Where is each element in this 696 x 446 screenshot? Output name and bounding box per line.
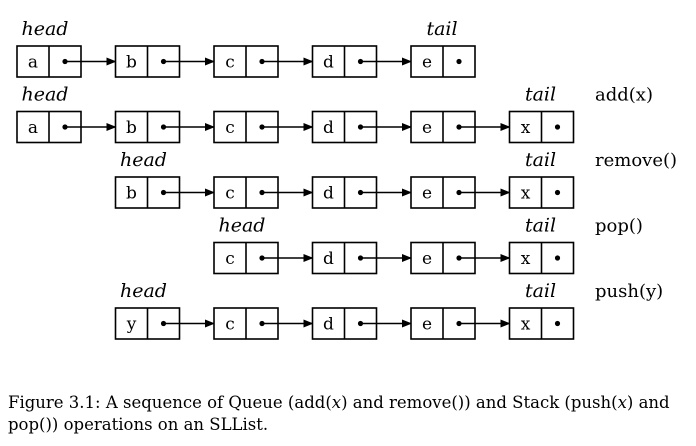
operation-label: remove() xyxy=(595,150,677,171)
caption-var-2: x xyxy=(617,393,627,412)
list-row: head tail a b c d e xyxy=(16,18,476,78)
list-row: head tail remove() b c d e x xyxy=(114,149,677,209)
tail-label: tail xyxy=(426,18,457,40)
node-value: d xyxy=(323,118,334,138)
list-node: c xyxy=(213,110,314,144)
list-node: c xyxy=(213,307,314,340)
node-value: e xyxy=(422,118,432,138)
node-value: b xyxy=(126,184,137,204)
node-value: c xyxy=(225,315,235,335)
list-node: c xyxy=(213,176,314,209)
list-node: e xyxy=(410,176,511,209)
tail-label: tail xyxy=(525,149,556,171)
node-value: y xyxy=(126,315,137,335)
next-pointer-dot xyxy=(456,58,462,65)
node-value: c xyxy=(225,53,235,73)
head-label: head xyxy=(22,18,69,40)
node-value: d xyxy=(323,184,334,204)
list-node: e xyxy=(410,110,511,144)
head-label: head xyxy=(22,84,69,106)
node-value: a xyxy=(28,118,38,138)
list-node: x xyxy=(508,307,575,340)
list-node: y xyxy=(114,307,215,340)
node-value: x xyxy=(521,249,531,269)
list-row: head tail push(y) y c d e x xyxy=(114,280,663,340)
node-value: b xyxy=(126,118,137,138)
head-label: head xyxy=(219,215,266,237)
node-value: x xyxy=(521,315,531,335)
list-node: e xyxy=(410,45,476,78)
tail-label: tail xyxy=(525,280,556,302)
node-value: e xyxy=(422,315,432,335)
list-node: c xyxy=(213,45,314,78)
list-row: head tail add(x) a b c d e x xyxy=(16,84,653,144)
list-node: d xyxy=(311,176,412,209)
list-node: b xyxy=(114,176,215,209)
node-value: c xyxy=(225,118,235,138)
node-value: d xyxy=(323,315,334,335)
operation-label: add(x) xyxy=(595,85,653,106)
tail-label: tail xyxy=(525,84,556,106)
list-row: head tail pop() c d e x xyxy=(213,215,643,275)
next-pointer-dot xyxy=(554,255,561,261)
node-value: d xyxy=(323,249,334,269)
list-node: x xyxy=(508,176,575,209)
list-node: d xyxy=(311,110,412,144)
list-node: x xyxy=(508,241,575,275)
operation-label: push(y) xyxy=(595,281,663,302)
node-value: e xyxy=(422,53,432,73)
caption-prefix: Figure 3.1: A sequence of Queue (add( xyxy=(8,393,332,412)
operation-label: pop() xyxy=(595,216,643,237)
figure-caption: Figure 3.1: A sequence of Queue (add(x) … xyxy=(8,392,692,436)
list-node: x xyxy=(508,110,575,144)
list-node: d xyxy=(311,307,412,340)
list-node: d xyxy=(311,241,412,275)
head-label: head xyxy=(120,149,167,171)
node-value: e xyxy=(422,249,432,269)
list-node: b xyxy=(114,110,215,144)
caption-suffix: ) and pop()) operations on an SLList. xyxy=(8,393,670,434)
node-value: b xyxy=(126,53,137,73)
list-node: e xyxy=(410,307,511,340)
node-value: d xyxy=(323,53,334,73)
node-value: x xyxy=(521,184,531,204)
head-label: head xyxy=(120,280,167,302)
next-pointer-dot xyxy=(554,320,561,327)
list-node: b xyxy=(114,45,215,78)
list-node: a xyxy=(16,45,117,78)
node-value: c xyxy=(225,249,235,269)
caption-mid: ) and remove()) and Stack (push( xyxy=(341,393,618,412)
list-node: c xyxy=(213,241,314,275)
node-value: e xyxy=(422,184,432,204)
node-value: c xyxy=(225,184,235,204)
next-pointer-dot xyxy=(554,124,561,130)
tail-label: tail xyxy=(525,215,556,237)
list-node: e xyxy=(410,241,511,275)
caption-var-1: x xyxy=(331,393,342,412)
list-node: d xyxy=(311,45,412,78)
next-pointer-dot xyxy=(554,189,561,196)
node-value: a xyxy=(28,53,38,73)
node-value: x xyxy=(521,118,531,138)
list-node: a xyxy=(16,110,117,144)
